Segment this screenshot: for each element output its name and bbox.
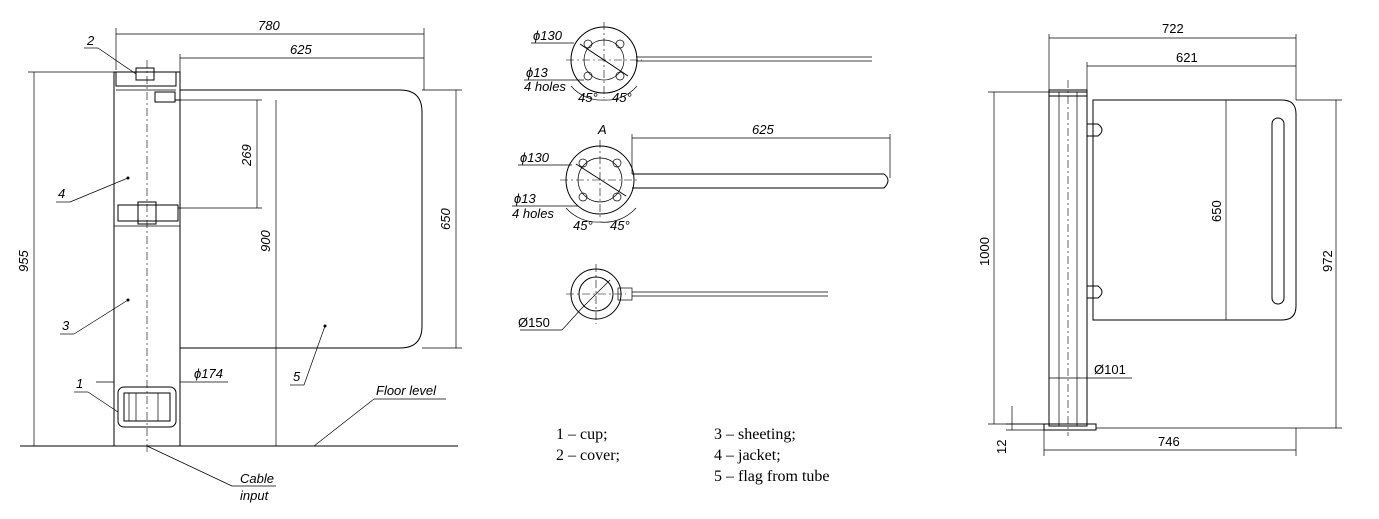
cable-label-1: Cable [240, 471, 274, 486]
top-holes-1: ϕ13 [526, 65, 548, 80]
dim-650: 650 [438, 208, 453, 230]
dim-780: 780 [258, 18, 280, 33]
legend-item-5: 5 – flag from tube [714, 468, 830, 485]
dim-900: 900 [258, 230, 273, 252]
mid-angle-left: 45° [573, 218, 593, 233]
right-dim-dia101: Ø101 [1094, 362, 1126, 377]
flag-slot [1271, 117, 1285, 305]
mid-angle-right: 45° [610, 218, 630, 233]
cover [115, 71, 177, 87]
middle-view-bottom: Ø150 [518, 264, 828, 331]
bottom-dia: Ø150 [518, 315, 550, 330]
right-dim-972: 972 [1320, 250, 1335, 272]
dim-955: 955 [16, 250, 31, 272]
top-holes-2: 4 holes [524, 79, 566, 94]
callout-5: 5 [293, 369, 301, 384]
top-angle-left: 45° [578, 90, 598, 105]
legend-item-1: 1 – cup; [556, 426, 608, 443]
mid-holes-2: 4 holes [512, 206, 554, 221]
mid-dim-625: 625 [752, 122, 774, 137]
right-dim-722: 722 [1162, 21, 1184, 36]
callout-1: 1 [76, 376, 83, 391]
middle-view-mid: A 625 ϕ130 ϕ13 4 holes 45° 45° [512, 122, 891, 233]
dim-269: 269 [239, 144, 254, 167]
left-view: 780 625 955 269 900 650 ϕ174 2 4 3 [16, 18, 462, 503]
right-dim-746: 746 [1158, 434, 1180, 449]
middle-view-top: ϕ130 ϕ13 4 holes 45° 45° [524, 22, 872, 105]
legend-item-3: 3 – sheeting; [714, 426, 796, 443]
legend-item-2: 2 – cover; [556, 447, 620, 464]
top-angle-right: 45° [612, 90, 632, 105]
right-flag [1092, 99, 1297, 321]
legend-item-4: 4 – jacket; [714, 447, 781, 464]
callout-4: 4 [58, 186, 65, 201]
cover-nut [135, 67, 155, 81]
flag-outline [180, 89, 423, 349]
callout-2: 2 [86, 33, 95, 48]
top-dia: ϕ130 [533, 28, 563, 43]
cable-label-2: input [240, 488, 270, 503]
right-dim-12: 12 [994, 440, 1009, 454]
section-mark: A [597, 122, 607, 137]
legend: 1 – cup; 2 – cover; 3 – sheeting; 4 – ja… [556, 426, 830, 485]
floor-level-label: Floor level [376, 383, 437, 398]
jacket-bracket [117, 204, 179, 222]
mid-dia: ϕ130 [520, 150, 550, 165]
dim-phi174: ϕ174 [194, 366, 223, 381]
callout-3: 3 [62, 318, 70, 333]
dim-625: 625 [290, 42, 312, 57]
right-view: 722 621 1000 650 972 Ø101 746 12 [977, 21, 1342, 456]
mid-holes-1: ϕ13 [514, 191, 536, 206]
right-dim-650: 650 [1209, 200, 1224, 222]
cup [117, 386, 177, 428]
base-plate [1043, 423, 1097, 431]
right-dim-621: 621 [1176, 50, 1198, 65]
arm-tube [632, 173, 889, 189]
right-dim-1000: 1000 [977, 237, 992, 266]
